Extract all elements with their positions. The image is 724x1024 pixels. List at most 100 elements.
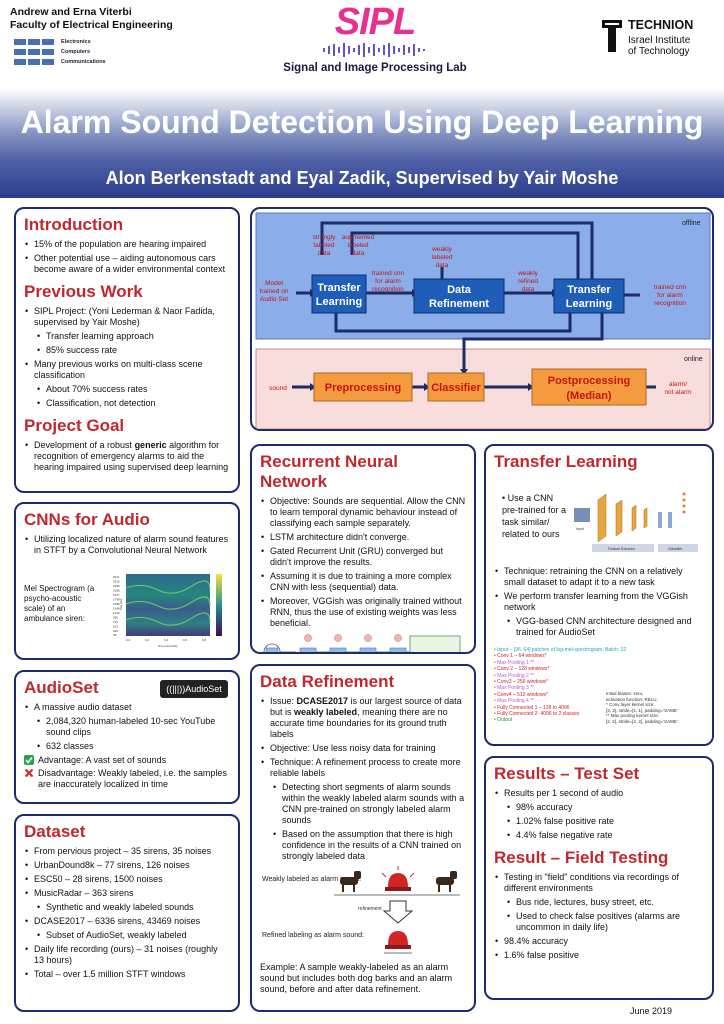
spectrogram-freq-tick: 930 <box>113 616 118 620</box>
vggish-layer: • Max Pooling 3 ** <box>494 685 535 692</box>
dataset-panel: Dataset From pervious project – 35 siren… <box>14 814 240 1012</box>
down-arrow-icon <box>382 900 414 924</box>
list-item: Bus ride, lectures, busy street, etc. <box>506 897 704 908</box>
introduction-list: 15% of the population are hearing impair… <box>24 239 230 275</box>
department-row: Electronics <box>14 37 106 47</box>
list-item: DCASE2017 – 6336 sirens, 43469 noises <box>24 916 230 927</box>
data-refinement-panel: Data Refinement Issue: DCASE2017 is our … <box>250 664 476 1012</box>
block-label: Preprocessing <box>325 382 401 394</box>
list-item: Testing in "field" conditions via record… <box>494 872 704 894</box>
list-item: Synthetic and weakly labeled sounds <box>36 902 230 913</box>
list-item: Subset of AudioSet, weakly labeled <box>36 930 230 941</box>
data-refinement-block <box>413 278 505 314</box>
online-label: online <box>684 356 703 363</box>
svg-text:data: data <box>436 262 449 269</box>
vggish-layer: • Fully Connected 1 – 128 to 4096 <box>494 704 570 711</box>
cnn-architecture-figure: Input Feature Extractor Classifier <box>574 492 698 552</box>
dataset-heading: Dataset <box>24 822 86 841</box>
audioset-logo: ((|||)) AudioSet <box>160 680 228 698</box>
figure-extractor-label: Feature Extractor <box>608 547 636 551</box>
transfer-learning-heading: Transfer Learning <box>494 452 638 471</box>
weak-label-caption: Weakly labeled as alarm sound: <box>262 876 361 883</box>
block-label: Classifier <box>431 382 481 394</box>
list-item: From pervious project – 35 sirens, 35 no… <box>24 846 230 857</box>
audioset-panel: AudioSet ((|||)) AudioSet A massive audi… <box>14 670 240 804</box>
sipl-logo-text: SIPL <box>334 1 416 43</box>
transfer-learning-block-1 <box>311 274 367 314</box>
soundwave-icon: ((|||)) <box>166 684 186 694</box>
svg-text:recognition: recognition <box>372 286 404 293</box>
field-testing-heading: Result – Field Testing <box>494 848 669 867</box>
previous-work-heading: Previous Work <box>24 282 143 301</box>
mel-spectrogram-image: 2911 2615 2396 2186 1977 1768 1558 1349 … <box>113 574 222 648</box>
lab-name: Signal and Image Processing Lab <box>283 62 467 74</box>
svg-text:sound: sound <box>269 385 287 392</box>
transfer-learning-panel: Transfer Learning • Use a CNN pre-traine… <box>484 444 714 746</box>
refinement-arrow-label: refinement <box>358 906 382 912</box>
vggish-layer: • Fully Connected 2- 4096 to 2 classes <box>494 711 580 718</box>
svg-text:labeled: labeled <box>314 242 335 249</box>
svg-text:for alarm: for alarm <box>657 292 683 299</box>
refinement-example-caption: Example: A sample weakly-labeled as an a… <box>260 962 453 994</box>
list-item: Utilizing localized nature of alarm soun… <box>24 534 230 556</box>
list-item: VGG-based CNN architecture designed and … <box>506 616 706 638</box>
list-item: We perform transfer learning from the VG… <box>494 591 706 613</box>
list-item: Objective: Sounds are sequential. Allow … <box>260 496 466 529</box>
rnn-list: Objective: Sounds are sequential. Allow … <box>260 496 466 629</box>
block-label: Data <box>447 284 472 296</box>
spectrogram-freq-tick: 2396 <box>113 584 120 588</box>
list-item: ESC50 – 28 sirens, 1500 noises <box>24 874 230 885</box>
list-item: Issue: DCASE2017 is our largest source o… <box>260 696 466 740</box>
list-item: Transfer learning approach <box>36 331 230 342</box>
poster-header <box>0 0 724 198</box>
svg-text:weakly: weakly <box>431 246 453 253</box>
spectrogram-freq-tick: 2186 <box>113 589 120 593</box>
refinement-example-figure: Weakly labeled as alarm sound: refinemen… <box>262 866 460 954</box>
poster-title: Alarm Sound Detection Using Deep Learnin… <box>20 104 704 140</box>
audioset-list: A massive audio dataset 2,084,320 human-… <box>24 702 230 752</box>
siren-icon <box>381 866 415 891</box>
list-item: Objective: Use less noisy data for train… <box>260 743 466 754</box>
spectrogram-time-tick: 0.6 <box>183 638 188 642</box>
spectrogram-freq-tick: 2615 <box>113 580 120 584</box>
list-item: 1.02% false positive rate <box>506 816 704 827</box>
list-item: 1.6% false positive <box>494 950 704 961</box>
cnn-heading: CNNs for Audio <box>24 510 150 529</box>
spectrogram-time-tick: 0.2 <box>145 638 150 642</box>
previous-work-list: SIPL Project: (Yoni Lederman & Naor Fadi… <box>24 306 230 409</box>
block-label: Transfer <box>567 284 611 296</box>
spectrogram-freq-tick: 721 <box>113 620 118 624</box>
audioset-heading: AudioSet <box>24 678 99 697</box>
cnn-list: Utilizing localized nature of alarm soun… <box>24 534 230 556</box>
list-item: Technique: retraining the CNN on a relat… <box>494 566 706 588</box>
rnn-heading: Recurrent Neural Network <box>260 452 398 491</box>
check-icon <box>24 755 34 765</box>
list-item: Results per 1 second of audio <box>494 788 704 799</box>
figure-classifier-label: Classifier <box>668 547 683 551</box>
poster-date: June 2019 <box>630 1006 673 1016</box>
svg-text:for alarm: for alarm <box>375 278 401 285</box>
svg-text:trained cnn: trained cnn <box>654 284 687 291</box>
spectrogram-time-tick: 0.0 <box>126 638 131 642</box>
cnn-audio-panel: CNNs for Audio Utilizing localized natur… <box>14 502 240 660</box>
svg-text:data: data <box>522 286 535 293</box>
block-label: Learning <box>566 298 612 310</box>
svg-text:recognition: recognition <box>654 300 686 307</box>
vggish-layers: • Input – [96, 64] patches of log-mel-sp… <box>494 647 714 724</box>
svg-text:Audio Set: Audio Set <box>260 296 288 303</box>
block-label: Transfer <box>317 282 361 294</box>
postprocessing-block <box>531 368 647 406</box>
system-flow-panel: offline online <box>250 207 714 431</box>
transfer-learning-list: Technique: retraining the CNN on a relat… <box>494 566 706 641</box>
spectrogram-freq-tick: 512 <box>113 625 118 629</box>
preprocessing-block <box>313 372 413 402</box>
spectrogram-freq-tick: 1558 <box>113 602 120 606</box>
advantage-row: Advantage: A vast set of sounds <box>24 755 230 766</box>
spectrogram-freq-tick: 1768 <box>113 598 120 602</box>
soundwave-icon <box>323 43 425 57</box>
list-item: 98% accuracy <box>506 802 704 813</box>
spectrogram-time-label: time [seconds] <box>158 644 178 648</box>
cross-icon <box>24 768 34 778</box>
spectrogram-freq-tick: 302 <box>113 629 118 633</box>
results-heading: Results – Test Set <box>494 764 640 783</box>
